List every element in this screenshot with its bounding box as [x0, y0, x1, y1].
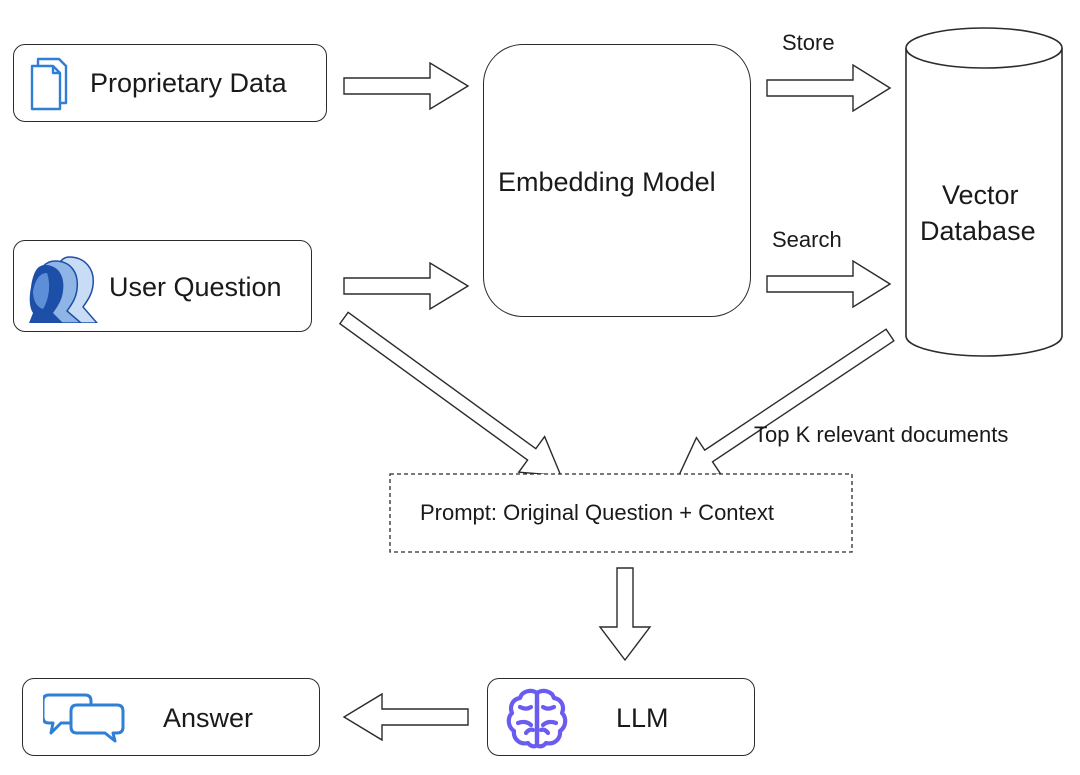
prompt-label: Prompt: Original Question + Context [420, 500, 774, 525]
top-k-edge-label: Top K relevant documents [754, 422, 1009, 447]
proprietary-data-node: Proprietary Data [13, 44, 327, 122]
vector-database-label-line2: Database [920, 216, 1036, 246]
llm-label: LLM [616, 703, 669, 733]
arrow-llm-to-answer [342, 692, 469, 742]
vector-database-cylinder [905, 27, 1063, 357]
arrow-store [766, 63, 892, 113]
prompt-box [389, 473, 853, 553]
arrow-search [766, 259, 892, 309]
brain-icon [506, 688, 568, 749]
store-edge-label: Store [782, 30, 835, 55]
arrow-question-to-prompt [338, 311, 562, 477]
arrow-topk-to-prompt [677, 328, 895, 477]
users-icon [29, 256, 98, 323]
user-question-label: User Question [109, 272, 282, 302]
llm-node: LLM [487, 678, 755, 756]
documents-icon [30, 57, 68, 111]
search-edge-label: Search [772, 227, 842, 252]
vector-database-label-line1: Vector [942, 180, 1019, 210]
embedding-model-node: Embedding Model [483, 44, 751, 317]
answer-node: Answer [22, 678, 320, 756]
answer-label: Answer [163, 703, 254, 733]
embedding-model-label: Embedding Model [498, 167, 716, 197]
arrow-question-to-embedding [343, 261, 470, 311]
user-question-node: User Question [13, 240, 312, 332]
arrow-prompt-to-llm [598, 567, 652, 662]
proprietary-data-label: Proprietary Data [90, 68, 287, 98]
arrow-data-to-embedding [343, 61, 470, 111]
chat-bubbles-icon [43, 693, 125, 743]
